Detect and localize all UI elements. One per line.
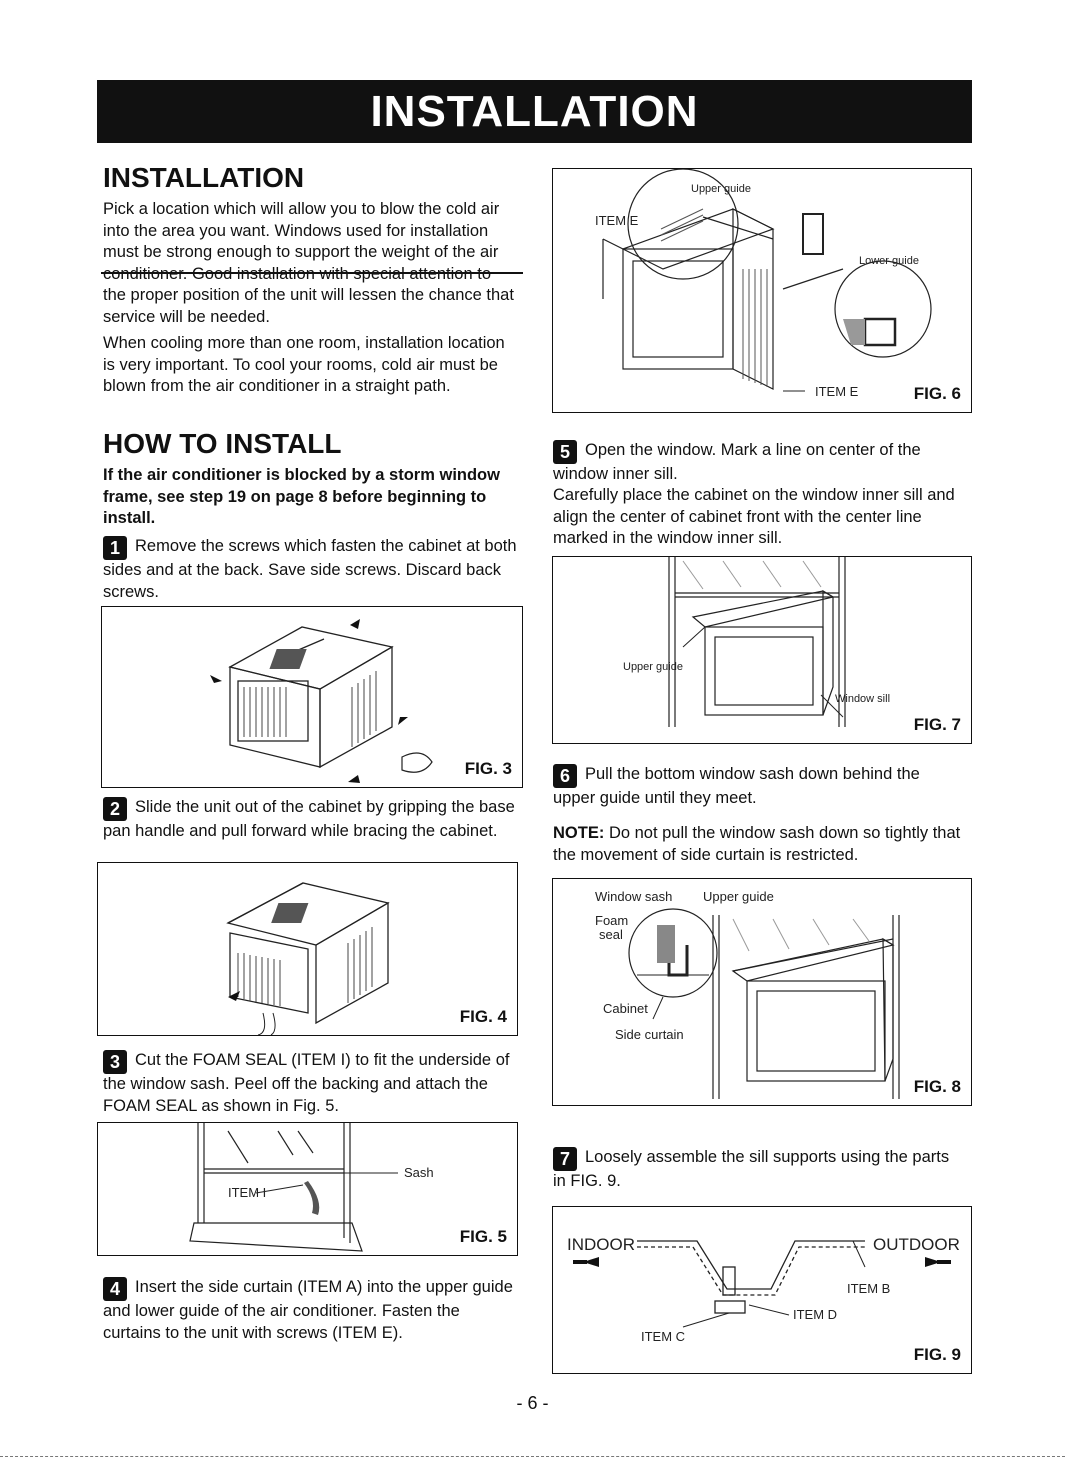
step-4-number: 4 bbox=[103, 1277, 127, 1301]
page-banner: INSTALLATION bbox=[97, 80, 972, 143]
fig5-sash-foam-seal-illustration bbox=[189, 1123, 398, 1252]
fig3-air-conditioner-illustration bbox=[210, 619, 433, 783]
how-to-install-heading: HOW TO INSTALL bbox=[103, 428, 342, 459]
fig5-sash-label: Sash bbox=[404, 1165, 434, 1180]
fig9-item-c-label: ITEM C bbox=[641, 1329, 686, 1344]
fig7-window-sill-label: Window sill bbox=[835, 693, 891, 705]
bottom-dashed-rule bbox=[0, 1456, 1065, 1457]
step-6-number: 6 bbox=[553, 764, 577, 788]
note-label: NOTE: bbox=[553, 824, 605, 842]
fig8-cabinet-label: Cabinet bbox=[603, 1001, 648, 1016]
fig9-sill-support-illustration bbox=[573, 1240, 951, 1328]
step-7-number: 7 bbox=[553, 1147, 577, 1171]
fig6-upper-guide-label: Upper guide bbox=[691, 183, 751, 195]
fig9-item-d-label: ITEM D bbox=[793, 1307, 838, 1322]
fig8-side-curtain-label: Side curtain bbox=[615, 1027, 684, 1042]
figure-5: Sash ITEM I FIG. 5 bbox=[97, 1122, 518, 1256]
fig6-side-curtain-illustration bbox=[602, 169, 932, 392]
fig4-unit-slide-out-illustration bbox=[226, 882, 390, 1035]
fig3-label: FIG. 3 bbox=[464, 759, 512, 778]
fig7-upper-guide-label: Upper guide bbox=[623, 661, 683, 673]
fig7-cabinet-on-sill-illustration bbox=[668, 557, 846, 727]
fig8-foam-label: Foam bbox=[595, 913, 629, 928]
installation-heading: INSTALLATION bbox=[103, 162, 305, 193]
fig5-item-label: ITEM I bbox=[228, 1185, 267, 1200]
step-2-number: 2 bbox=[103, 797, 127, 821]
figure-7: Upper guide Window sill FIG. 7 bbox=[552, 556, 972, 744]
step-6-note: NOTE: Do not pull the window sash down s… bbox=[553, 824, 961, 864]
figure-8: Window sash Upper guide Foam seal Cabine… bbox=[552, 878, 972, 1106]
page-number: - 6 - bbox=[516, 1393, 549, 1413]
fig6-item-e-bottom-label: ITEM E bbox=[815, 384, 859, 399]
fig8-sash-and-seal-illustration bbox=[628, 908, 900, 1099]
installation-paragraph-2: When cooling more than one room, install… bbox=[103, 334, 505, 395]
step-1-number: 1 bbox=[103, 536, 127, 560]
step-3-number: 3 bbox=[103, 1050, 127, 1074]
fig5-label: FIG. 5 bbox=[459, 1227, 507, 1246]
step-5-number: 5 bbox=[553, 440, 577, 464]
fig9-outdoor-label: OUTDOOR bbox=[873, 1235, 960, 1254]
storm-window-note: If the air conditioner is blocked by a s… bbox=[103, 466, 500, 527]
fig8-seal-label: seal bbox=[599, 927, 623, 942]
figure-4: FIG. 4 bbox=[97, 862, 518, 1036]
fig9-indoor-label: INDOOR bbox=[567, 1235, 635, 1254]
figure-6: Upper guide ITEM E Lower guide ITEM E FI… bbox=[552, 168, 972, 413]
installation-paragraph-1: Pick a location which will allow you to … bbox=[103, 200, 514, 326]
figure-9: INDOOR OUTDOOR ITEM B ITEM D ITEM C FIG.… bbox=[552, 1206, 972, 1374]
fig8-window-sash-label: Window sash bbox=[595, 889, 673, 904]
fig6-lower-guide-label: Lower guide bbox=[859, 255, 919, 267]
step-5-continued: Carefully place the cabinet on the windo… bbox=[553, 486, 955, 547]
fig7-label: FIG. 7 bbox=[913, 715, 961, 734]
fig9-item-b-label: ITEM B bbox=[847, 1281, 891, 1296]
fig8-upper-guide-label: Upper guide bbox=[703, 889, 774, 904]
fig8-label: FIG. 8 bbox=[913, 1077, 961, 1096]
fig4-label: FIG. 4 bbox=[459, 1007, 507, 1026]
fig6-label: FIG. 6 bbox=[913, 384, 961, 403]
figure-3: FIG. 3 bbox=[101, 606, 523, 788]
fig9-label: FIG. 9 bbox=[913, 1345, 961, 1364]
fig6-item-e-top-label: ITEM E bbox=[595, 213, 639, 228]
